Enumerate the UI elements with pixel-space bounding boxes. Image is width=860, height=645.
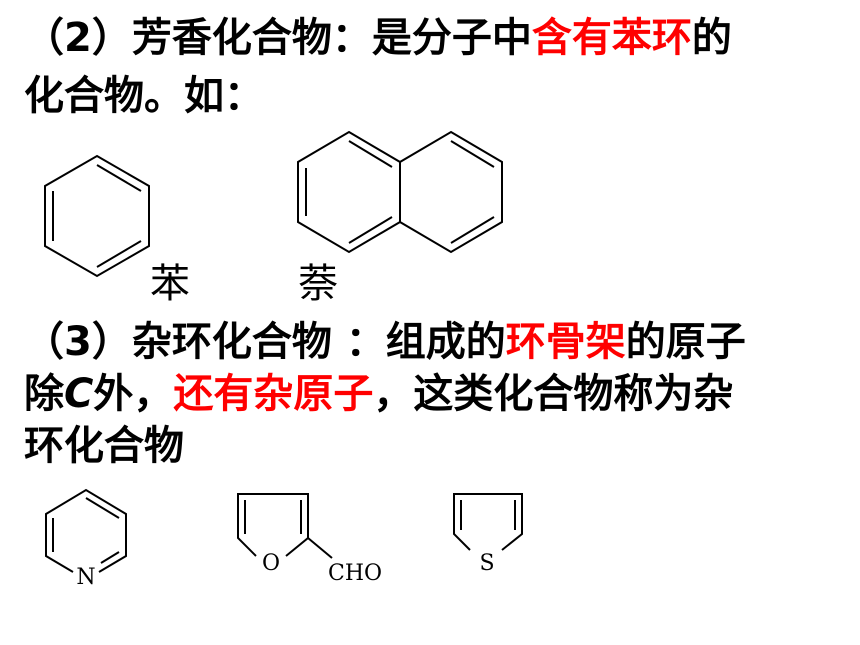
naphthalene-caption: 萘 (298, 261, 338, 307)
furan-ring-bonds (237, 493, 309, 557)
benzene-double-bond-1 (96, 164, 142, 192)
pyridine-double-bond-3 (100, 551, 120, 564)
section3-text-a: 杂环化合物 ：组成的 (131, 319, 506, 365)
benzene-ring (44, 154, 150, 278)
section3-line3: 环化合物 (24, 423, 184, 469)
section3-text-b: 的原子 (625, 319, 746, 365)
section3-line2-d: ，这类化合物称为杂 (373, 371, 734, 417)
naphthalene-double-bond-4 (450, 140, 495, 168)
naphthalene-double-bond-3 (348, 216, 393, 244)
thiophene-s-atom: S (479, 551, 494, 576)
benzene-caption: 苯 (150, 261, 190, 307)
furfural-cho-label: CHO (328, 561, 382, 586)
section2-text-a: 芳香化合物：是分子中 (131, 15, 532, 61)
furfural-structure: O CHO (228, 486, 398, 596)
naphthalene-structure (292, 126, 517, 261)
section3-line1: （3）杂环化合物 ：组成的环骨架的原子 (24, 318, 746, 366)
pyridine-structure: N (40, 484, 135, 594)
section2-highlight: 含有苯环 (531, 15, 692, 61)
naphthalene-right-ring (399, 130, 503, 254)
section3-line2-b: 外， (93, 371, 174, 417)
section3-number: （3） (24, 319, 132, 365)
section3-line2: 除C外，还有杂原子，这类化合物称为杂 (24, 370, 733, 418)
naphthalene-double-bond-1 (348, 140, 393, 168)
furfural-cho-bond (307, 537, 333, 559)
furan-o-atom: O (262, 551, 280, 576)
pyridine-double-bond-2 (85, 497, 120, 519)
section2-number: （2） (24, 15, 132, 61)
section3-line2-a: 除 (24, 371, 64, 417)
section3-highlight-heteroatom: 还有杂原子 (173, 371, 374, 417)
section2-text-b: 的 (691, 15, 732, 61)
benzene-double-bond-2 (96, 240, 142, 268)
section2-line2: 化合物。如： (24, 73, 264, 119)
pyridine-ring-bonds (45, 488, 127, 573)
section3-highlight-skeleton: 环骨架 (505, 319, 626, 365)
benzene-structure (35, 148, 160, 288)
thiophene-structure: S (440, 486, 540, 586)
naphthalene-left-ring (297, 130, 401, 254)
naphthalene-double-bond-5 (450, 216, 495, 244)
section2-line1: （2）芳香化合物：是分子中含有苯环的 (24, 14, 732, 62)
section3-carbon-symbol: C (64, 371, 94, 417)
pyridine-n-atom: N (76, 565, 95, 590)
thiophene-ring-bonds (453, 493, 523, 551)
